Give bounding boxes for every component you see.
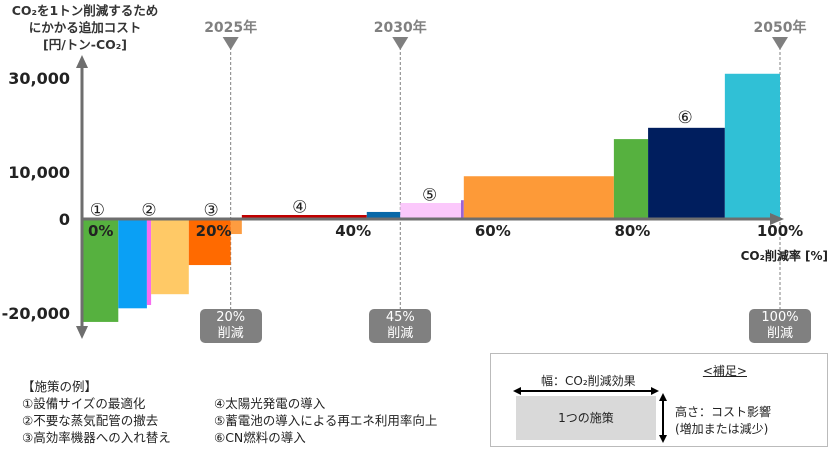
measure-number-label: ② — [141, 201, 156, 221]
x-tick-label: 40% — [335, 222, 371, 240]
milestone-triangle-icon — [772, 37, 788, 50]
y-axis-up-arrow-icon — [76, 55, 88, 68]
y-axis-title: CO₂を1トン削減するため にかかる追加コスト [円/トン-CO₂] — [0, 2, 170, 53]
x-axis-arrow-icon — [770, 213, 784, 225]
cost-bar — [461, 200, 464, 219]
height-label-2: (増加または減少) — [675, 422, 769, 436]
measure-number-label: ⑥ — [677, 108, 692, 128]
milestone-year: 2030年 — [374, 19, 427, 36]
cost-bar — [118, 219, 147, 309]
y-title-line: CO₂を1トン削減するため — [11, 3, 159, 18]
arrows — [513, 387, 667, 443]
reduction-tag: 100%削減 — [749, 309, 811, 343]
reduction-tag: 20%削減 — [199, 309, 262, 343]
cost-bar — [241, 215, 367, 219]
width-label: 幅：CO₂削減効果 — [541, 374, 636, 388]
tag-line: 削減 — [387, 326, 414, 341]
y-title-line: [円/トン-CO₂] — [43, 37, 127, 52]
legend-item: ⑥CN燃料の導入 — [214, 430, 306, 445]
cost-bar — [400, 203, 462, 219]
tag-line: 削減 — [766, 326, 793, 341]
y-tick-label: 30,000 — [8, 69, 70, 88]
legend-title: 【施策の例】 — [22, 379, 98, 394]
milestone-triangle-icon — [392, 37, 409, 50]
cost-bar — [463, 176, 614, 219]
x-tick-label: 80% — [614, 222, 650, 240]
height-label-1: 高さ：コスト影響 — [675, 405, 772, 419]
y-title-line: にかかる追加コスト — [28, 20, 142, 35]
cost-bar — [151, 219, 189, 295]
legend-item: ⑤蓄電池の導入による再エネ利用率向上 — [214, 413, 438, 428]
measures-legend: 【施策の例】 ①設備サイズの最適化 ②不要な蒸気配管の撤去 ③高効率機器への入れ… — [22, 378, 437, 446]
cost-bar — [613, 139, 649, 219]
measure-number-label: ④ — [292, 197, 307, 217]
tag-line: 100% — [761, 310, 799, 325]
x-tick-label: 20% — [196, 222, 232, 240]
cost-bar — [188, 219, 231, 266]
cost-bar — [724, 73, 780, 220]
height-label: 高さ：コスト影響 (増加または減少) — [675, 404, 771, 438]
y-axis-down-arrow-icon — [76, 326, 88, 339]
legend-item: ③高効率機器への入れ替え — [22, 430, 171, 445]
cost-bar — [146, 219, 152, 306]
milestone-year: 2025年 — [204, 19, 257, 36]
measure-number-label: ① — [90, 201, 105, 221]
supplement-header: <補足> — [702, 364, 747, 378]
tag-line: 削減 — [217, 326, 244, 341]
x-axis-title: CO₂削減率 [%] — [741, 248, 828, 263]
tag-line: 45% — [385, 310, 415, 325]
measure-number-label: ⑤ — [422, 186, 437, 206]
x-tick-label: 0% — [88, 222, 113, 240]
cost-bar — [648, 127, 725, 219]
x-tick-label: 100% — [757, 222, 803, 240]
measure-number-label: ③ — [204, 201, 219, 221]
supplement-box: <補足> 幅：CO₂削減効果 1つの施策 高さ：コスト影響 (増加または減少) — [490, 353, 828, 447]
measure-block: 1つの施策 — [516, 396, 656, 440]
x-tick-label: 60% — [475, 222, 511, 240]
y-tick-label: 0 — [59, 210, 70, 229]
legend-item: ④太陽光発電の導入 — [214, 396, 326, 411]
legend-item: ②不要な蒸気配管の撤去 — [22, 413, 159, 428]
y-tick-label: -20,000 — [2, 304, 70, 323]
reduction-tag: 45%削減 — [369, 309, 432, 343]
y-tick-label: 10,000 — [8, 163, 70, 182]
milestone-year: 2050年 — [754, 19, 807, 36]
cost-bar — [366, 211, 401, 219]
cost-bar — [230, 219, 242, 235]
cost-bar — [82, 219, 119, 322]
legend-item: ①設備サイズの最適化 — [22, 396, 146, 411]
milestone-triangle-icon — [222, 37, 239, 50]
tag-line: 20% — [216, 310, 246, 325]
